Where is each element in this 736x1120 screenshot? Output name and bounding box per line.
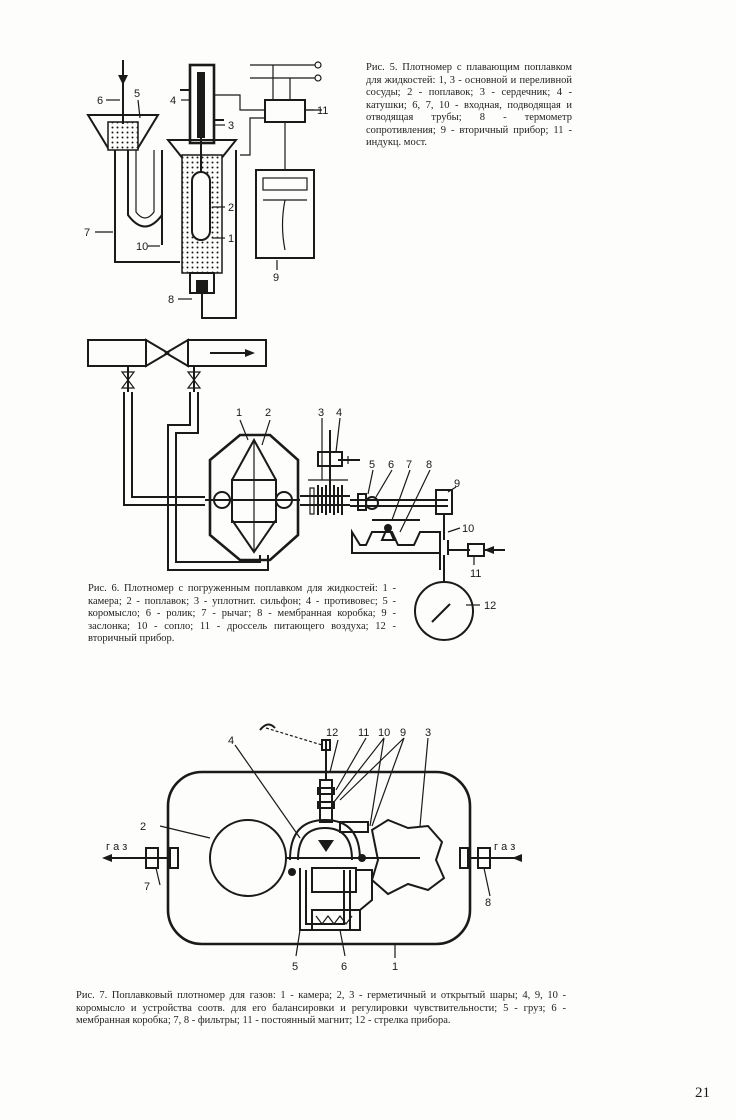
fig5-label-7: 7 [84,227,90,239]
fig6-label-10: 10 [462,523,474,535]
fig7-label-5: 5 [292,961,298,973]
fig6-label-3: 3 [318,407,324,419]
fig6-label-8: 8 [426,459,432,471]
fig5-label-8: 8 [168,294,174,306]
fig6-label-5: 5 [369,459,375,471]
fig5-label-5: 5 [134,88,140,100]
figure-7-drawing: г а з г а з 12 11 10 9 3 4 2 7 8 5 6 1 [102,723,522,973]
fig5-label-9: 9 [273,272,279,284]
fig5-label-10: 10 [136,241,148,253]
fig7-label-4: 4 [228,735,234,747]
fig7-label-10: 10 [378,727,390,739]
page-number: 21 [695,1085,710,1101]
fig6-label-1: 1 [236,407,242,419]
fig5-label-4: 4 [170,95,176,107]
fig6-label-11: 11 [470,568,481,580]
fig5-label-1: 1 [228,233,234,245]
fig7-label-9: 9 [400,727,406,739]
fig5-label-6: 6 [97,95,103,107]
fig7-label-1: 1 [392,961,398,973]
fig7-label-11: 11 [358,727,369,739]
figure-5-caption: Рис. 5. Плотномер с плавающим поплавком … [366,62,572,148]
fig7-label-6: 6 [341,961,347,973]
fig5-label-2: 2 [228,202,234,214]
fig6-label-2: 2 [265,407,271,419]
fig7-label-8: 8 [485,897,491,909]
fig7-label-12: 12 [326,727,338,739]
figure-5-drawing: 6 5 4 3 2 1 7 10 8 9 11 [84,60,328,319]
figure-6-caption: Рис. 6. Плотномер с погруженным поплавко… [88,583,396,644]
figure-6-drawing: 1 2 3 4 5 6 7 8 9 10 11 12 [87,338,505,641]
figure-7-caption: Рис. 7. Поплавковый плотномер для газов:… [76,990,566,1026]
fig6-label-9: 9 [454,478,460,490]
fig7-label-7: 7 [144,881,150,893]
fig6-label-6: 6 [388,459,394,471]
fig7-label-3: 3 [425,727,431,739]
fig5-label-11: 11 [317,105,328,117]
fig5-label-3: 3 [228,120,234,132]
fig7-label-2: 2 [140,821,146,833]
fig6-label-12: 12 [484,600,496,612]
fig7-gas-label-right: г а з [494,841,515,853]
fig7-gas-label-left: г а з [106,841,127,853]
fig6-label-7: 7 [406,459,412,471]
fig6-label-4: 4 [336,407,342,419]
